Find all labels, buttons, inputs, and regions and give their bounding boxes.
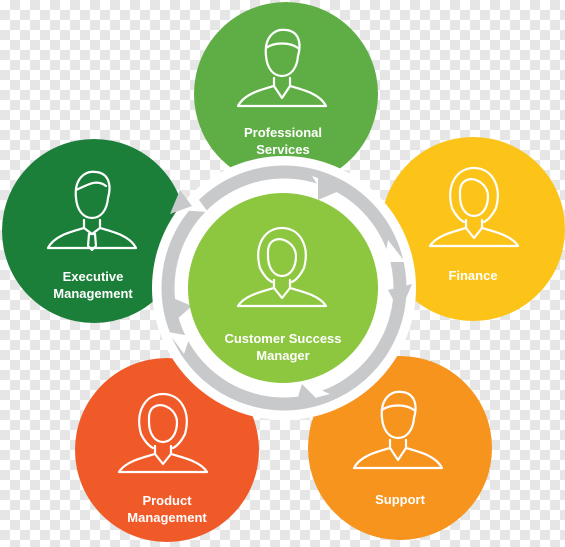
label-line: Support: [375, 492, 425, 507]
finance-label: Finance: [448, 267, 497, 284]
support-label: Support: [375, 491, 425, 508]
label-line: Customer Success: [224, 331, 342, 346]
label-line: Professional: [243, 125, 323, 140]
label-line: Finance: [448, 268, 498, 283]
label-line: Management: [53, 286, 133, 301]
support-circle: [308, 356, 492, 540]
label-line: Services: [256, 142, 310, 157]
executive-management-label: Executive Management: [53, 268, 132, 302]
label-line: Product: [142, 493, 192, 508]
cycle-arrowheads-fill: [168, 170, 412, 410]
product-management-label: Product Management: [127, 492, 206, 526]
arrowhead-left: [168, 332, 190, 354]
product-management-circle: [75, 358, 259, 542]
label-line: Management: [127, 510, 207, 525]
finance-circle: [381, 137, 565, 321]
label-line: Executive: [62, 269, 124, 284]
professional-services-circle: [194, 2, 378, 186]
customer-success-manager-circle: [188, 193, 378, 383]
customer-success-manager-label: Customer Success Manager: [224, 330, 341, 364]
executive-management-circle: [2, 139, 186, 323]
label-line: Manager: [256, 348, 310, 363]
professional-services-label: Professional Services: [244, 124, 322, 158]
arrowhead-right: [384, 240, 405, 262]
